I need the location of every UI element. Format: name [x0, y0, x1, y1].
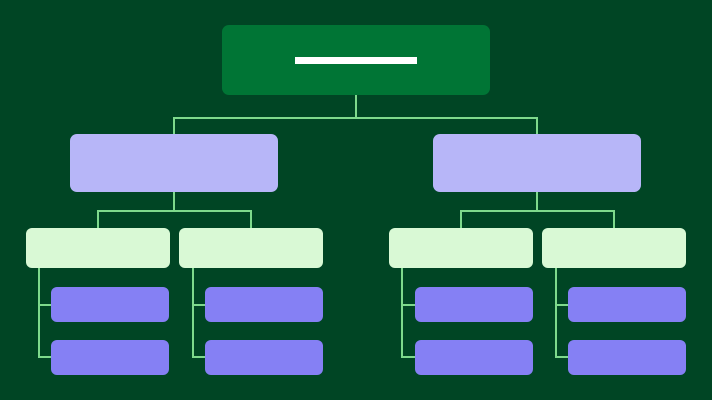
connector-group-1-leaves	[38, 268, 51, 358]
group-node-1	[26, 228, 170, 268]
leaf-node-4-1	[568, 287, 686, 322]
connector-branch-right-split	[460, 210, 615, 228]
connector-group-4-leaves	[555, 268, 568, 358]
group-node-4	[542, 228, 686, 268]
leaf-node-3-2	[415, 340, 533, 375]
group-node-2	[179, 228, 323, 268]
leaf-node-2-1	[205, 287, 323, 322]
connector-branch-left-split	[97, 210, 252, 228]
connector-group-3-leaves	[401, 268, 415, 358]
leaf-node-2-2	[205, 340, 323, 375]
leaf-node-3-1	[415, 287, 533, 322]
leaf-node-4-2	[568, 340, 686, 375]
group-node-3	[389, 228, 533, 268]
branch-node-left	[70, 134, 278, 192]
branch-node-right	[433, 134, 641, 192]
root-node	[222, 25, 490, 95]
leaf-node-1-1	[51, 287, 169, 322]
leaf-node-1-2	[51, 340, 169, 375]
root-title-placeholder-bar	[295, 57, 417, 64]
connector-root-branch	[173, 117, 538, 134]
connector-group-2-leaves	[192, 268, 205, 358]
